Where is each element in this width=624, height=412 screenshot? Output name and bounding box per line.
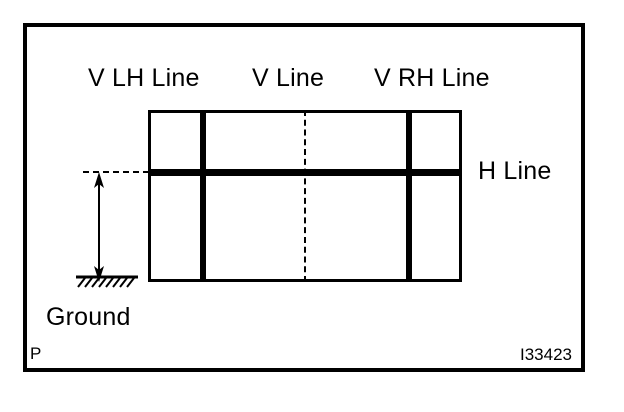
v-rh-line-stroke — [406, 110, 412, 282]
v-lh-line-stroke — [200, 110, 206, 282]
ground-hatch-icon — [76, 275, 138, 289]
h-line-extension-dashed — [83, 171, 149, 173]
h-line-stroke — [148, 169, 462, 176]
v-rh-line-label: V RH Line — [374, 64, 490, 92]
v-lh-line-label: V LH Line — [88, 64, 200, 92]
h-line-label: H Line — [478, 157, 552, 185]
height-dimension-arrow-icon — [90, 172, 108, 282]
page-marker-label: P — [30, 344, 42, 363]
ground-label: Ground — [46, 303, 131, 331]
v-center-line-stroke — [304, 110, 306, 282]
v-line-label: V Line — [252, 64, 325, 92]
figure-code-label: I33423 — [520, 345, 572, 364]
diagram-outer-frame — [23, 23, 585, 372]
